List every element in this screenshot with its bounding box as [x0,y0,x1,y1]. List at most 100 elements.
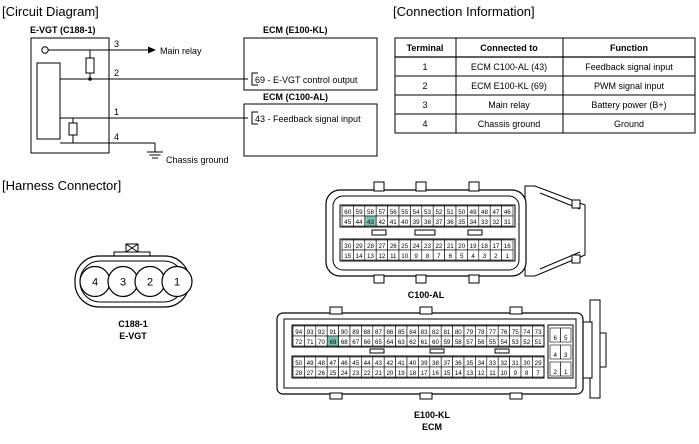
pin-number: 82 [432,329,439,336]
pin-number: 45 [344,219,351,226]
pin-number: 33 [481,219,488,226]
pin-number: 78 [478,329,485,336]
pin-number: 4 [471,253,475,260]
pin-number: 74 [523,329,530,336]
wire-number-3: 3 [114,39,119,49]
pin-number: 88 [364,329,371,336]
pin-number: 13 [367,253,374,260]
pin-number: 86 [386,329,393,336]
pin-number: 1 [564,369,568,376]
pin-number: 58 [455,339,462,346]
pin-number: 57 [378,209,385,216]
pin-number: 41 [398,360,405,367]
pin-number: 79 [466,329,473,336]
harness-section-title: [Harness Connector] [2,178,121,193]
pin-number: 66 [364,339,371,346]
pin-number: 20 [386,370,393,377]
pin-number: 60 [432,339,439,346]
pin-number: 11 [390,253,397,260]
pin-number: 55 [489,339,496,346]
pin-number: 42 [386,360,393,367]
connection-section-title: [Connection Information] [393,4,535,19]
pin-number: 83 [421,329,428,336]
c188-connector: 4 3 2 1 C188-1 E-VGT [74,243,193,341]
table-header-terminal: Terminal [407,43,444,53]
pin-number: 50 [458,209,465,216]
pin-number: 9 [414,253,418,260]
pin-number: 13 [466,370,473,377]
c188-pin-label: 4 [92,277,98,289]
pin-number: 67 [352,339,359,346]
pin-number: 23 [352,370,359,377]
pin-number: 57 [466,339,473,346]
c100-lower-block [339,238,516,262]
pin-number: 52 [523,339,530,346]
pin-number: 7 [536,370,540,377]
c100-cable-shroud [524,185,586,277]
pin-number: 60 [344,209,351,216]
c188-label-line1: C188-1 [118,319,148,329]
pin-number: 44 [356,219,363,226]
ecm-al-box [243,103,378,157]
pin-cell [501,215,514,227]
pin-number: 32 [500,360,507,367]
c100-inner [332,195,520,271]
pin-number: 47 [329,360,336,367]
pin-number: 46 [504,209,511,216]
c100-upper-block [339,204,516,228]
pin-number: 22 [364,370,371,377]
pin-number: 19 [470,243,477,250]
pin-number: 25 [329,370,336,377]
pin-number: 59 [443,339,450,346]
connection-table: Terminal Connected to Function 1 ECM C10… [394,37,696,134]
pin-number: 12 [478,370,485,377]
pin-number: 11 [489,370,496,377]
pin-number: 2 [554,369,558,376]
pin-number: 63 [398,339,405,346]
pin-number: 56 [478,339,485,346]
wire-number-1: 1 [114,107,119,117]
pin-number: 43 [367,219,374,226]
pin-number: 44 [364,360,371,367]
pin-number: 51 [447,209,454,216]
wire-number-4: 4 [114,132,119,142]
pin-number: 26 [318,370,325,377]
pin-number: 65 [375,339,382,346]
pin-number: 94 [295,329,302,336]
c188-pin-label: 3 [120,277,126,289]
evgt-box [30,37,110,154]
pin-number: 30 [523,360,530,367]
pin-number: 27 [307,370,314,377]
pin-number: 26 [390,243,397,250]
evgt-title: E-VGT (C188-1) [30,25,96,35]
pin-number: 73 [535,329,542,336]
pin-number: 52 [435,209,442,216]
wire-2-junction [88,77,92,81]
pin-number: 48 [318,360,325,367]
pin-number: 51 [535,339,542,346]
pin-number: 59 [356,209,363,216]
pin-number: 18 [409,370,416,377]
pin-number: 6 [554,335,558,342]
table-cell: PWM signal input [594,81,665,91]
pin-number: 36 [447,219,454,226]
ecm-kl-pin-bracket [251,72,258,86]
pin-number: 89 [352,329,359,336]
evgt-sensor-block [36,62,61,140]
pin-cell [501,249,514,261]
pin-number: 85 [398,329,405,336]
pin-number: 23 [424,243,431,250]
pin-number: 14 [455,370,462,377]
main-relay-label: Main relay [160,46,202,56]
table-border [394,37,696,134]
c100-label: C100-AL [408,290,445,300]
pin-number: 33 [489,360,496,367]
pin-number: 30 [344,243,351,250]
table-cell: Ground [614,119,644,129]
table-cell: 4 [422,119,427,129]
table-cell: Main relay [488,100,530,110]
pin-number: 41 [390,219,397,226]
